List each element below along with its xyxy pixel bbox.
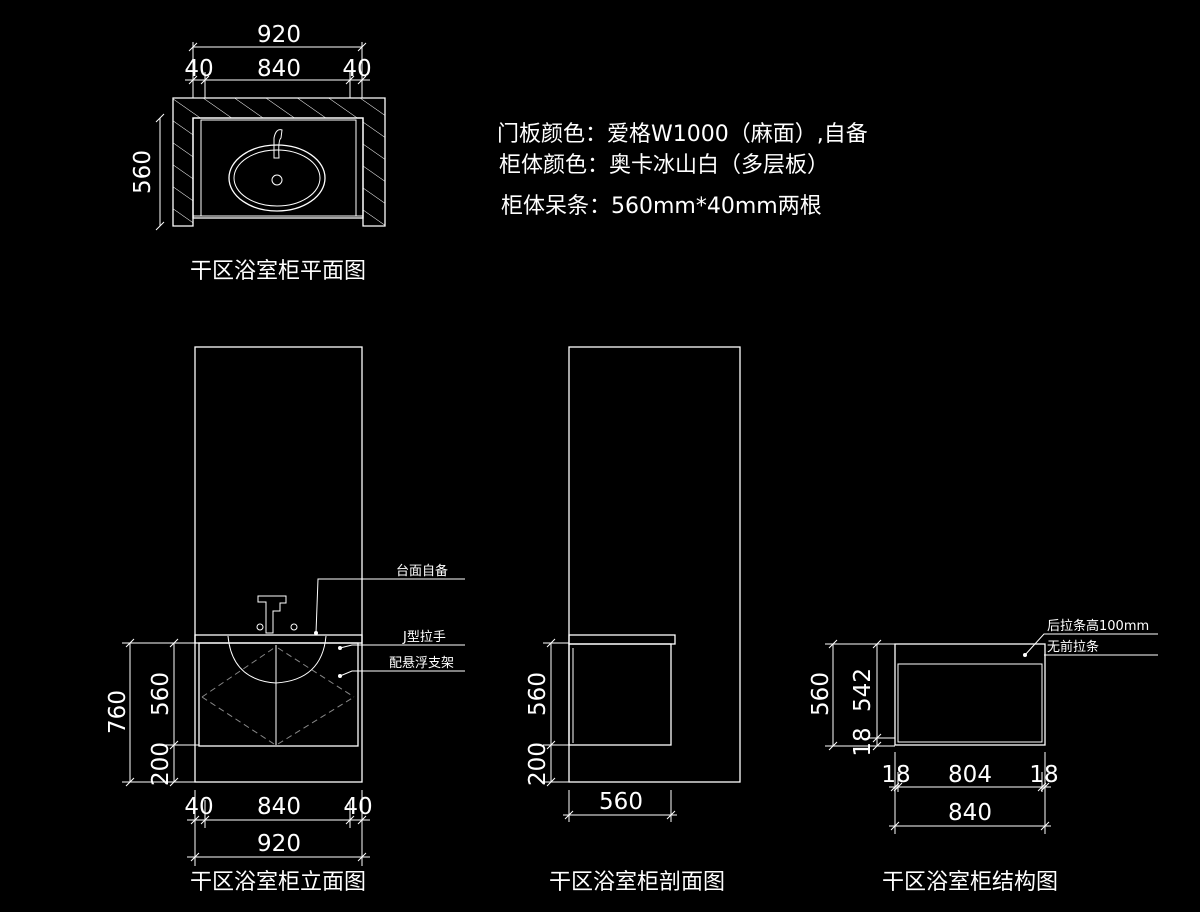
plan-tick [188, 75, 198, 85]
elev-dim-cabinet: 560 [148, 672, 174, 716]
elev-valve-right [290, 623, 298, 631]
elev-tick [357, 852, 367, 862]
elev-tick [190, 852, 200, 862]
plan-dim-right: 40 [342, 56, 371, 82]
elev-faucet-icon [257, 595, 287, 634]
plan-view-title: 干区浴室柜平面图 [190, 259, 366, 284]
section-back-panel [568, 346, 741, 783]
plan-countertop [192, 117, 364, 219]
section-view-title: 干区浴室柜剖面图 [549, 870, 725, 895]
struct-dim-width: 840 [948, 800, 992, 826]
elev-dim-total-width: 920 [257, 831, 301, 857]
note-no-front: 无前拉条 [1047, 639, 1099, 655]
spec-door-color: 门板颜色：爱格W1000（麻面）,自备 [497, 122, 868, 147]
plan-tick [200, 75, 210, 85]
struct-tick [890, 821, 900, 831]
leader-countertop [315, 578, 465, 634]
elev-countertop [194, 634, 363, 644]
plan-tick [357, 75, 367, 85]
section-dim-cabinet: 560 [525, 672, 551, 716]
elev-tick [169, 740, 179, 750]
plan-wall-hatch [172, 97, 386, 227]
section-countertop [568, 634, 676, 645]
struct-tick [828, 639, 838, 649]
struct-dim-side-right: 18 [1029, 762, 1058, 788]
elev-tick [190, 815, 200, 825]
plan-basin-inner [233, 149, 321, 207]
plan-view: 920 40 840 40 560 干区浴室柜平面图 [130, 22, 386, 284]
plan-basin-outer [228, 144, 326, 212]
structure-view-title: 干区浴室柜结构图 [882, 870, 1058, 895]
plan-inner-edge [200, 119, 357, 217]
section-tick [546, 740, 556, 750]
elev-cabinet-body [198, 642, 359, 747]
spec-body-color: 柜体颜色：奥卡冰山白（多层板） [499, 153, 829, 178]
struct-dim-bottom: 18 [850, 727, 876, 756]
struct-tick [1040, 821, 1050, 831]
structure-view: 后拉条高100mm 无前拉条 560 542 18 18 804 18 840 … [808, 618, 1158, 895]
plan-tick [357, 42, 367, 52]
elev-dim-leg: 200 [148, 742, 174, 786]
elev-tick [200, 815, 210, 825]
section-tick [546, 777, 556, 787]
section-tick [546, 638, 556, 648]
plan-dim-left: 40 [184, 56, 213, 82]
struct-dim-inner: 542 [850, 668, 876, 712]
plan-dim-depth: 560 [130, 150, 156, 194]
struct-tick [890, 782, 900, 792]
plan-tick [155, 113, 165, 123]
plan-dim-mid: 840 [257, 56, 301, 82]
elev-dim-height: 760 [105, 690, 131, 734]
section-dim-depth: 560 [599, 789, 643, 815]
struct-dim-height: 560 [808, 672, 834, 716]
struct-tick [1037, 782, 1047, 792]
elev-tick [169, 777, 179, 787]
elev-tick [357, 815, 367, 825]
section-tick [564, 810, 574, 820]
elev-basin [227, 635, 327, 684]
elev-door-swing [201, 647, 355, 745]
struct-inner-box [897, 663, 1043, 743]
note-handle: J型拉手 [402, 630, 446, 645]
elev-dim-right: 40 [343, 794, 372, 820]
plan-tick [155, 221, 165, 231]
elev-tick [345, 815, 355, 825]
struct-dim-side-left: 18 [881, 762, 910, 788]
section-cabinet [568, 643, 672, 746]
struct-tick [872, 733, 882, 743]
leader-back-strip [1024, 633, 1158, 656]
elev-tick [125, 777, 135, 787]
struct-tick [872, 639, 882, 649]
plan-dim-total: 920 [257, 22, 301, 48]
elevation-view-title: 干区浴室柜立面图 [190, 870, 366, 895]
elev-dim-left: 40 [184, 794, 213, 820]
elev-tick [169, 638, 179, 648]
struct-tick [828, 741, 838, 751]
elev-tick [125, 638, 135, 648]
elev-valve-left [256, 623, 264, 631]
struct-tick [893, 782, 903, 792]
struct-tick [1040, 782, 1050, 792]
struct-dim-inner-width: 804 [948, 762, 992, 788]
section-dim-leg: 200 [525, 742, 551, 786]
struct-outer-box [894, 643, 1046, 746]
note-bracket: 配悬浮支架 [389, 656, 454, 671]
plan-tick [345, 75, 355, 85]
plan-drain [271, 174, 283, 186]
spec-body-strip: 柜体呆条：560mm*40mm两根 [501, 194, 822, 219]
struct-tick [872, 741, 882, 751]
leader-bracket [339, 670, 465, 677]
elev-back-panel [194, 346, 363, 783]
elev-dim-mid: 840 [257, 794, 301, 820]
section-view: 560 200 560 干区浴室柜剖面图 [525, 346, 741, 895]
leader-handle [339, 644, 465, 649]
plan-tick [188, 42, 198, 52]
note-countertop: 台面自备 [396, 563, 448, 579]
spec-notes: 门板颜色：爱格W1000（麻面）,自备 柜体颜色：奥卡冰山白（多层板） 柜体呆条… [497, 122, 868, 219]
plan-faucet-icon [273, 129, 283, 159]
note-back-strip: 后拉条高100mm [1047, 618, 1149, 634]
section-tick [666, 810, 676, 820]
elevation-view: 台面自备 J型拉手 配悬浮支架 760 560 200 40 [105, 346, 465, 895]
